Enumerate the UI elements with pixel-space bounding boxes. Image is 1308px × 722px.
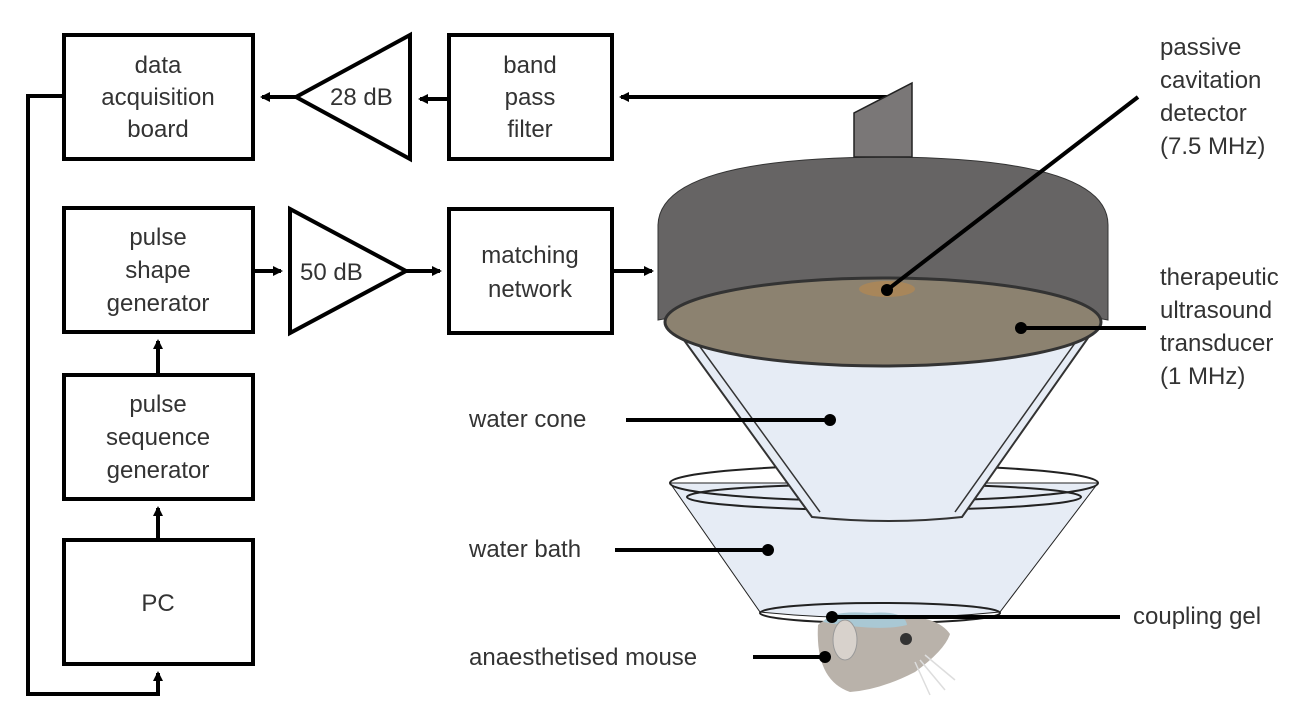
pcd-dot	[881, 284, 893, 296]
mouse-dot	[819, 651, 831, 663]
pcd-label-line3: detector	[1160, 100, 1247, 127]
coupling-gel-dot	[826, 611, 838, 623]
anaesthetised-mouse	[817, 612, 956, 696]
pseq-label-line2: sequence	[106, 424, 210, 451]
pulse-shape-generator-block: pulse shape generator	[62, 206, 255, 334]
band-pass-filter-block: band pass filter	[447, 33, 614, 161]
pseq-label-line1: pulse	[129, 391, 186, 418]
water-cone-label: water cone	[468, 406, 586, 433]
pulse-sequence-generator-block: pulse sequence generator	[62, 373, 255, 501]
psg-label-line2: shape	[125, 257, 190, 284]
transducer-label-line4: (1 MHz)	[1160, 363, 1245, 390]
pcd-leader	[885, 95, 1140, 292]
coupling-gel-label: coupling gel	[1133, 603, 1261, 630]
transducer-dot	[1015, 322, 1027, 334]
psg-label-line1: pulse	[129, 224, 186, 251]
transducer-label-line2: ultrasound	[1160, 297, 1272, 324]
pc-label: PC	[141, 590, 174, 617]
bpf-label-line2: pass	[505, 84, 556, 111]
water-bath-label: water bath	[468, 536, 581, 563]
mouse-label: anaesthetised mouse	[469, 644, 697, 671]
water-bath	[669, 464, 1100, 624]
feedback-daq-to-pc	[26, 94, 163, 696]
matching-network-block: matching network	[447, 207, 614, 335]
pcd-label-line2: cavitation	[1160, 67, 1261, 94]
transducer-label-line1: therapeutic	[1160, 264, 1279, 291]
bpf-label-line3: filter	[507, 116, 552, 143]
water-cone	[667, 317, 1103, 522]
data-acquisition-board-block: data acquisition board	[62, 33, 255, 161]
daq-label-line1: data	[135, 52, 182, 79]
transducer-label-line3: transducer	[1160, 330, 1273, 357]
amp28-label: 28 dB	[330, 84, 393, 111]
therapeutic-ultrasound-transducer	[657, 156, 1109, 368]
mn-label-line1: matching	[481, 242, 578, 269]
mouse-eye	[900, 633, 912, 645]
water-cone-dot	[824, 414, 836, 426]
pcd-label-line1: passive	[1160, 34, 1241, 61]
transducer-face	[665, 278, 1101, 366]
mouse-ear	[832, 619, 858, 661]
pc-block: PC	[62, 538, 255, 666]
psg-label-line3: generator	[107, 290, 210, 317]
passive-cavitation-detector-probe	[853, 81, 913, 158]
water-cone-body	[668, 318, 1102, 521]
bpf-label-line1: band	[503, 52, 556, 79]
daq-label-line2: acquisition	[101, 84, 214, 111]
mouse-whiskers	[914, 654, 956, 696]
pseq-label-line3: generator	[107, 457, 210, 484]
amplifier-28db: 28 dB	[291, 31, 412, 163]
amplifier-50db: 50 dB	[288, 205, 411, 337]
daq-label-line3: board	[127, 116, 188, 143]
pcd-label-line4: (7.5 MHz)	[1160, 133, 1265, 160]
amp50-label: 50 dB	[300, 259, 363, 286]
water-bath-dot	[762, 544, 774, 556]
mn-label-line2: network	[488, 276, 573, 303]
